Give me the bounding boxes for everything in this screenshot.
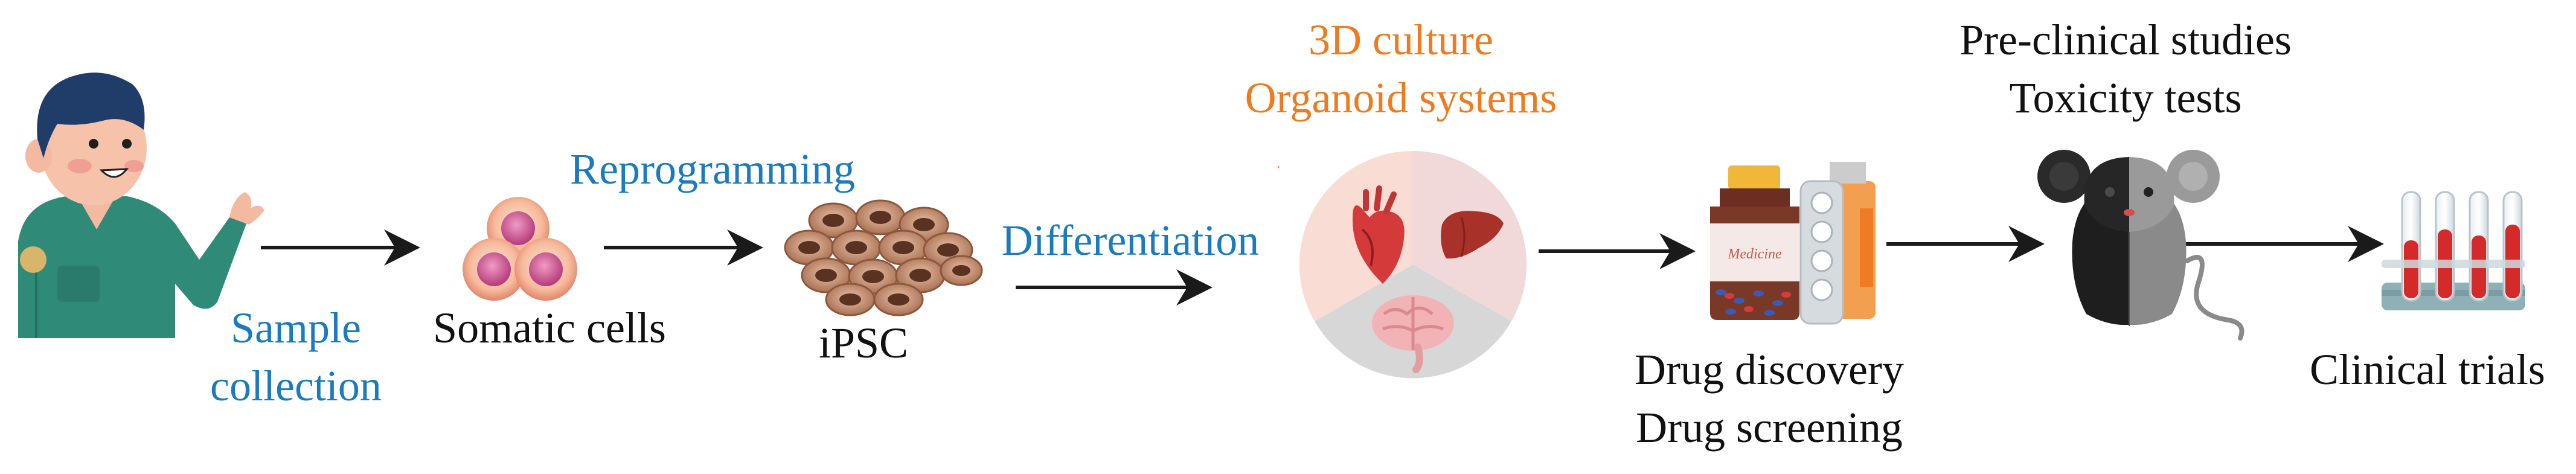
drug-line-1: Drug discovery	[1635, 345, 1904, 394]
drug-line-2: Drug screening	[1636, 403, 1903, 452]
culture-label: 3D culture Organoid systems	[1184, 11, 1618, 127]
organoid-circle-icon: '	[1278, 150, 1527, 379]
person-icon	[18, 72, 264, 338]
differentiation-label: Differentiation	[1001, 216, 1260, 264]
medicine-bottle-icon: Medicine	[1710, 162, 1876, 325]
drug-label: Drug discovery Drug screening	[1582, 341, 1956, 456]
arrows	[261, 226, 2384, 306]
medicine-label: Medicine	[1727, 246, 1782, 262]
liver-icon	[1441, 211, 1504, 259]
reprogramming-label: Reprogramming	[570, 145, 855, 193]
sample-collection-label: Sample collection	[193, 299, 399, 415]
preclinical-label: Pre-clinical studies Toxicity tests	[1884, 11, 2367, 127]
ipsc-cluster-icon	[784, 199, 983, 316]
sample-line-2: collection	[210, 362, 382, 410]
brain-icon	[1372, 295, 1454, 373]
heart-icon	[1352, 185, 1405, 284]
preclinical-line-2: Toxicity tests	[2009, 74, 2242, 122]
svg-text:': '	[1278, 165, 1280, 175]
somatic-cells-label: Somatic cells	[433, 304, 666, 352]
pill-blister-icon	[1799, 180, 1844, 325]
culture-line-2: Organoid systems	[1245, 74, 1557, 122]
culture-line-1: 3D culture	[1309, 16, 1493, 64]
preclinical-line-1: Pre-clinical studies	[1959, 16, 2292, 64]
somatic-cells-icon	[463, 197, 577, 301]
ipsc-label: iPSC	[818, 319, 909, 367]
test-tubes-icon	[2382, 191, 2525, 310]
mouse-icon	[2037, 150, 2244, 341]
clinical-trials-label: Clinical trials	[2310, 345, 2545, 394]
sample-line-1: Sample	[231, 304, 361, 352]
